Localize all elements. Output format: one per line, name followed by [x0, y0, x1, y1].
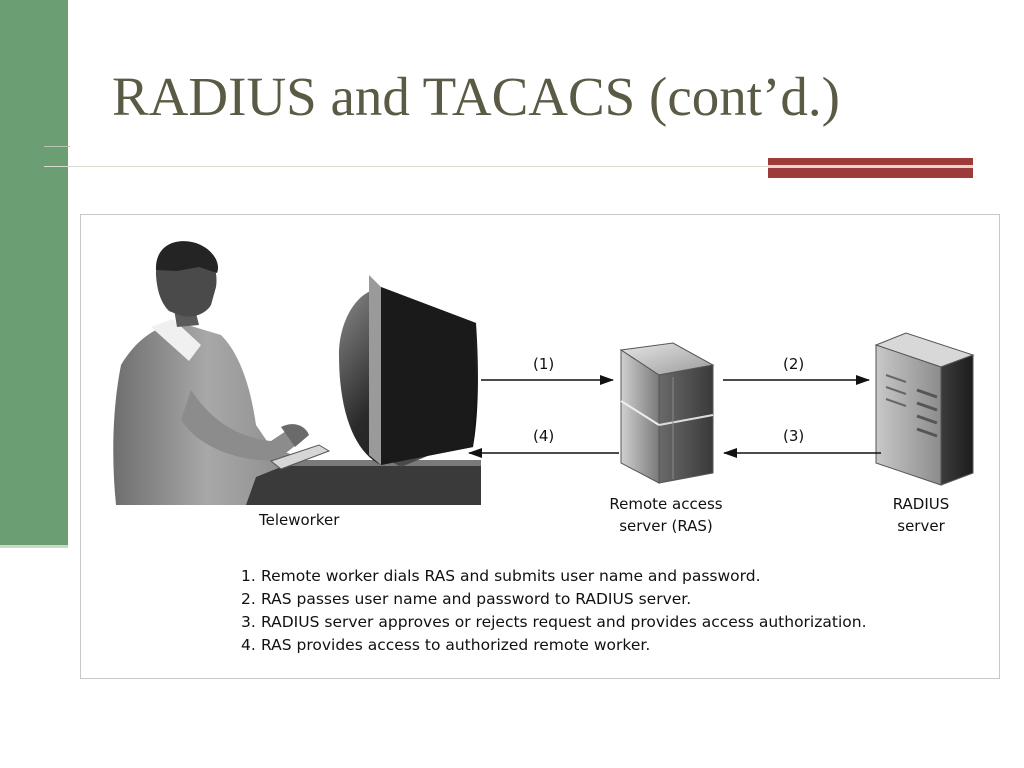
sidebar-band — [0, 0, 68, 545]
step-number: 3. — [241, 613, 256, 631]
step-number: 2. — [241, 590, 256, 608]
teleworker-illustration — [113, 241, 481, 505]
radius-label-line1: RADIUS — [892, 495, 950, 513]
step-list: 1. Remote worker dials RAS and submits us… — [241, 565, 867, 657]
ras-label: Remote access server (RAS) — [601, 493, 731, 537]
sidebar-shadow — [0, 545, 68, 548]
list-item: 3. RADIUS server approves or rejects requ… — [241, 611, 867, 634]
ras-illustration — [619, 342, 715, 484]
teleworker-label: Teleworker — [259, 511, 340, 529]
slide-title: RADIUS and TACACS (cont’d.) — [112, 66, 840, 127]
diagram-canvas — [113, 241, 975, 505]
list-item: 2. RAS passes user name and password to R… — [241, 588, 867, 611]
arrow-label-4: (4) — [533, 427, 555, 445]
diagram-figure: (1) (2) (3) (4) Teleworker Remote access… — [80, 214, 1000, 679]
ras-label-line1: Remote access — [609, 495, 723, 513]
radius-server-illustration — [874, 332, 975, 486]
arrow-label-1: (1) — [533, 355, 555, 373]
step-text: Remote worker dials RAS and submits user… — [261, 567, 761, 585]
title-divider — [44, 166, 768, 167]
step-text: RADIUS server approves or rejects reques… — [261, 613, 867, 631]
step-text: RAS passes user name and password to RAD… — [261, 590, 692, 608]
ras-label-line2: server (RAS) — [619, 517, 713, 535]
arrow-label-2: (2) — [783, 355, 805, 373]
step-text: RAS provides access to authorized remote… — [261, 636, 651, 654]
radius-label-line2: server — [897, 517, 945, 535]
list-item: 4. RAS provides access to authorized remo… — [241, 634, 867, 657]
title-tick-upper — [44, 146, 70, 147]
accent-bar — [768, 158, 973, 178]
list-item: 1. Remote worker dials RAS and submits us… — [241, 565, 867, 588]
step-number: 4. — [241, 636, 256, 654]
radius-server-label: RADIUS server — [871, 493, 971, 537]
step-number: 1. — [241, 567, 256, 585]
arrow-label-3: (3) — [783, 427, 805, 445]
